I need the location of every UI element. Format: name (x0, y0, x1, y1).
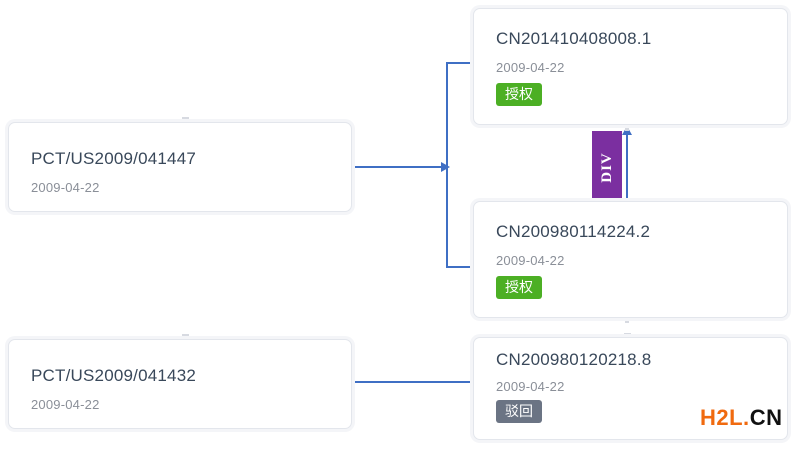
node-date: 2009-04-22 (31, 397, 100, 412)
stub-bottom-card-top (624, 333, 631, 338)
node-date: 2009-04-22 (496, 60, 565, 75)
connector-branch-to-cn201410408008 (446, 62, 478, 64)
node-pct-us2009-041432[interactable]: PCT/US2009/041432 2009-04-22 (8, 339, 352, 429)
connector-div-relation-line (626, 134, 628, 204)
node-cn200980120218-8[interactable]: CN200980120218.8 2009-04-22 驳回 (473, 337, 788, 440)
status-badge-granted[interactable]: 授权 (496, 276, 542, 300)
connector-horizontal-from-pct441432 (352, 381, 474, 383)
stub-middle-card-bottom (625, 316, 629, 323)
node-title: CN201410408008.1 (496, 29, 652, 48)
node-cn201410408008-1[interactable]: CN201410408008.1 2009-04-22 授权 (473, 8, 788, 125)
watermark-secondary-text: CN (749, 405, 783, 430)
node-pct-us2009-041447[interactable]: PCT/US2009/041447 2009-04-22 (8, 122, 352, 212)
node-title: CN200980120218.8 (496, 350, 652, 369)
node-cn200980114224-2[interactable]: CN200980114224.2 2009-04-22 授权 (473, 201, 788, 318)
connector-branch-to-cn200980114224 (446, 266, 478, 268)
connector-horizontal-from-pct441447 (352, 166, 442, 168)
status-badge-rejected[interactable]: 驳回 (496, 400, 542, 424)
watermark-primary-text: H2L. (700, 405, 750, 430)
stub-pct441447-top (182, 117, 189, 122)
stub-top-card-bottom (625, 124, 629, 131)
node-date: 2009-04-22 (496, 253, 565, 268)
node-date: 2009-04-22 (31, 180, 100, 195)
stub-pct441432-top (182, 334, 189, 339)
status-badge-granted[interactable]: 授权 (496, 83, 542, 107)
arrowhead-into-branch-trunk (441, 162, 450, 172)
connector-branch-trunk (446, 62, 448, 268)
node-date: 2009-04-22 (496, 379, 565, 394)
watermark: H2L.CN (700, 405, 782, 431)
node-title: CN200980114224.2 (496, 222, 651, 241)
node-title: PCT/US2009/041447 (31, 149, 197, 168)
relation-label-div-text: DIV (598, 152, 615, 183)
relation-label-div[interactable]: DIV (592, 131, 622, 204)
node-title: PCT/US2009/041432 (31, 366, 197, 385)
